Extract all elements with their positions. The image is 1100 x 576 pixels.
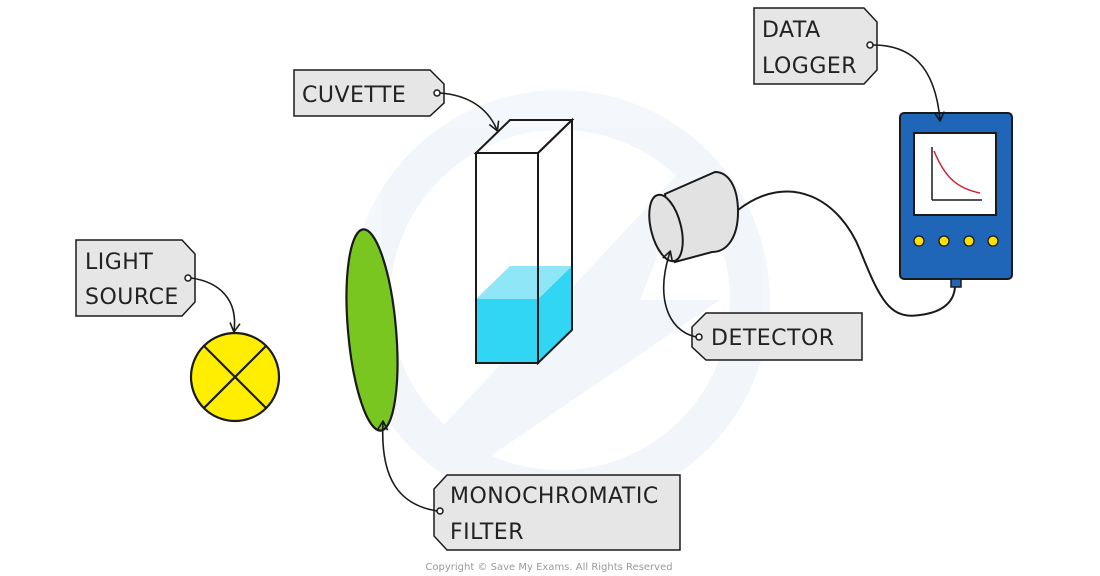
light-source-label-line1: LIGHT [85, 250, 153, 275]
copyright-text: Copyright © Save My Exams. All Rights Re… [425, 562, 672, 573]
data-logger-label-line1: DATA [762, 18, 821, 43]
logger-screen-graph [931, 147, 982, 201]
detector-cable [737, 190, 956, 317]
light-source-label-line2: SOURCE [85, 285, 179, 310]
light-source-bulb [189, 331, 281, 423]
monochromatic-filter-label-line1: MONOCHROMATIC [450, 484, 659, 509]
monochromatic-filter-shape [345, 228, 399, 432]
data-logger-label-line2: LOGGER [762, 54, 857, 79]
monochromatic-filter-tag: MONOCHROMATIC FILTER [433, 474, 681, 551]
monochromatic-filter-arrow [376, 420, 438, 512]
cuvette-shape [473, 117, 575, 366]
detector-shape [648, 170, 740, 264]
monochromatic-filter-label-line2: FILTER [450, 520, 524, 545]
data-logger-device [899, 112, 1013, 288]
cuvette-tag: CUVETTE [293, 69, 445, 117]
light-source-arrow [190, 277, 241, 333]
cuvette-label: CUVETTE [302, 83, 406, 108]
data-logger-arrow [872, 44, 945, 122]
data-logger-tag: DATA LOGGER [753, 7, 878, 85]
detector-arrow [662, 250, 697, 338]
light-source-tag: LIGHT SOURCE [75, 239, 196, 317]
cuvette-arrow [439, 92, 500, 132]
detector-label: DETECTOR [711, 326, 835, 351]
logger-buttons [913, 235, 999, 247]
detector-tag: DETECTOR [691, 312, 863, 361]
